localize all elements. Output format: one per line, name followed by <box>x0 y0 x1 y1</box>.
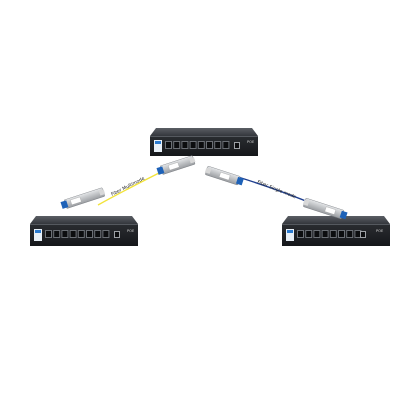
rj45-port-opening <box>70 231 76 237</box>
singlemode-cable-label: Fiber Single mode <box>256 179 297 200</box>
rj45-port-opening <box>347 231 353 237</box>
rj45-port-opening <box>103 231 109 237</box>
rj45-port-opening <box>330 231 336 237</box>
right-switch-brand: POE <box>376 229 384 233</box>
right-switch-ports <box>297 230 362 238</box>
left-switch-sfp-slots <box>114 231 120 238</box>
rj45-port-opening <box>215 142 221 148</box>
rj45-port-opening <box>87 231 92 237</box>
sfp-module-top-left <box>156 155 196 175</box>
rj45-port-opening <box>78 231 84 237</box>
rj45-port-opening <box>207 142 212 148</box>
left-switch: POE <box>30 216 138 246</box>
sfp-module-left-switch <box>60 187 106 209</box>
rj45-port-opening <box>46 231 51 237</box>
rj45-port-opening <box>306 231 312 237</box>
rj45-port-opening <box>298 231 303 237</box>
rj45-port-opening <box>355 231 361 237</box>
top-switch-label-plate <box>154 140 162 152</box>
sfp-module-top-right <box>204 166 244 186</box>
right-switch-label-plate <box>286 229 294 241</box>
rj45-port-opening <box>166 142 171 148</box>
rj45-port-opening <box>95 231 101 237</box>
right-switch-sfp-slots <box>360 231 366 238</box>
top-switch-brand: POE <box>247 140 255 144</box>
sfp-module-right-switch <box>302 198 348 220</box>
left-switch-label-plate <box>34 229 42 241</box>
rj45-port-opening <box>223 142 229 148</box>
rj45-port-opening <box>62 231 68 237</box>
left-switch-ports <box>45 230 110 238</box>
rj45-port-opening <box>339 231 344 237</box>
rj45-port-opening <box>314 231 320 237</box>
rj45-port-opening <box>54 231 60 237</box>
multimode-cable-label: Fiber Multimode <box>110 176 146 198</box>
top-switch-sfp-slots <box>234 142 240 149</box>
left-switch-brand: POE <box>127 229 135 233</box>
multimode-cable: Fiber Multimode <box>97 169 166 206</box>
top-switch: POE <box>150 128 258 156</box>
rj45-port-opening <box>182 142 188 148</box>
rj45-port-opening <box>198 142 204 148</box>
rj45-port-opening <box>174 142 180 148</box>
right-switch: POE <box>282 216 390 246</box>
rj45-port-opening <box>190 142 196 148</box>
rj45-port-opening <box>322 231 328 237</box>
top-switch-ports <box>165 141 230 149</box>
